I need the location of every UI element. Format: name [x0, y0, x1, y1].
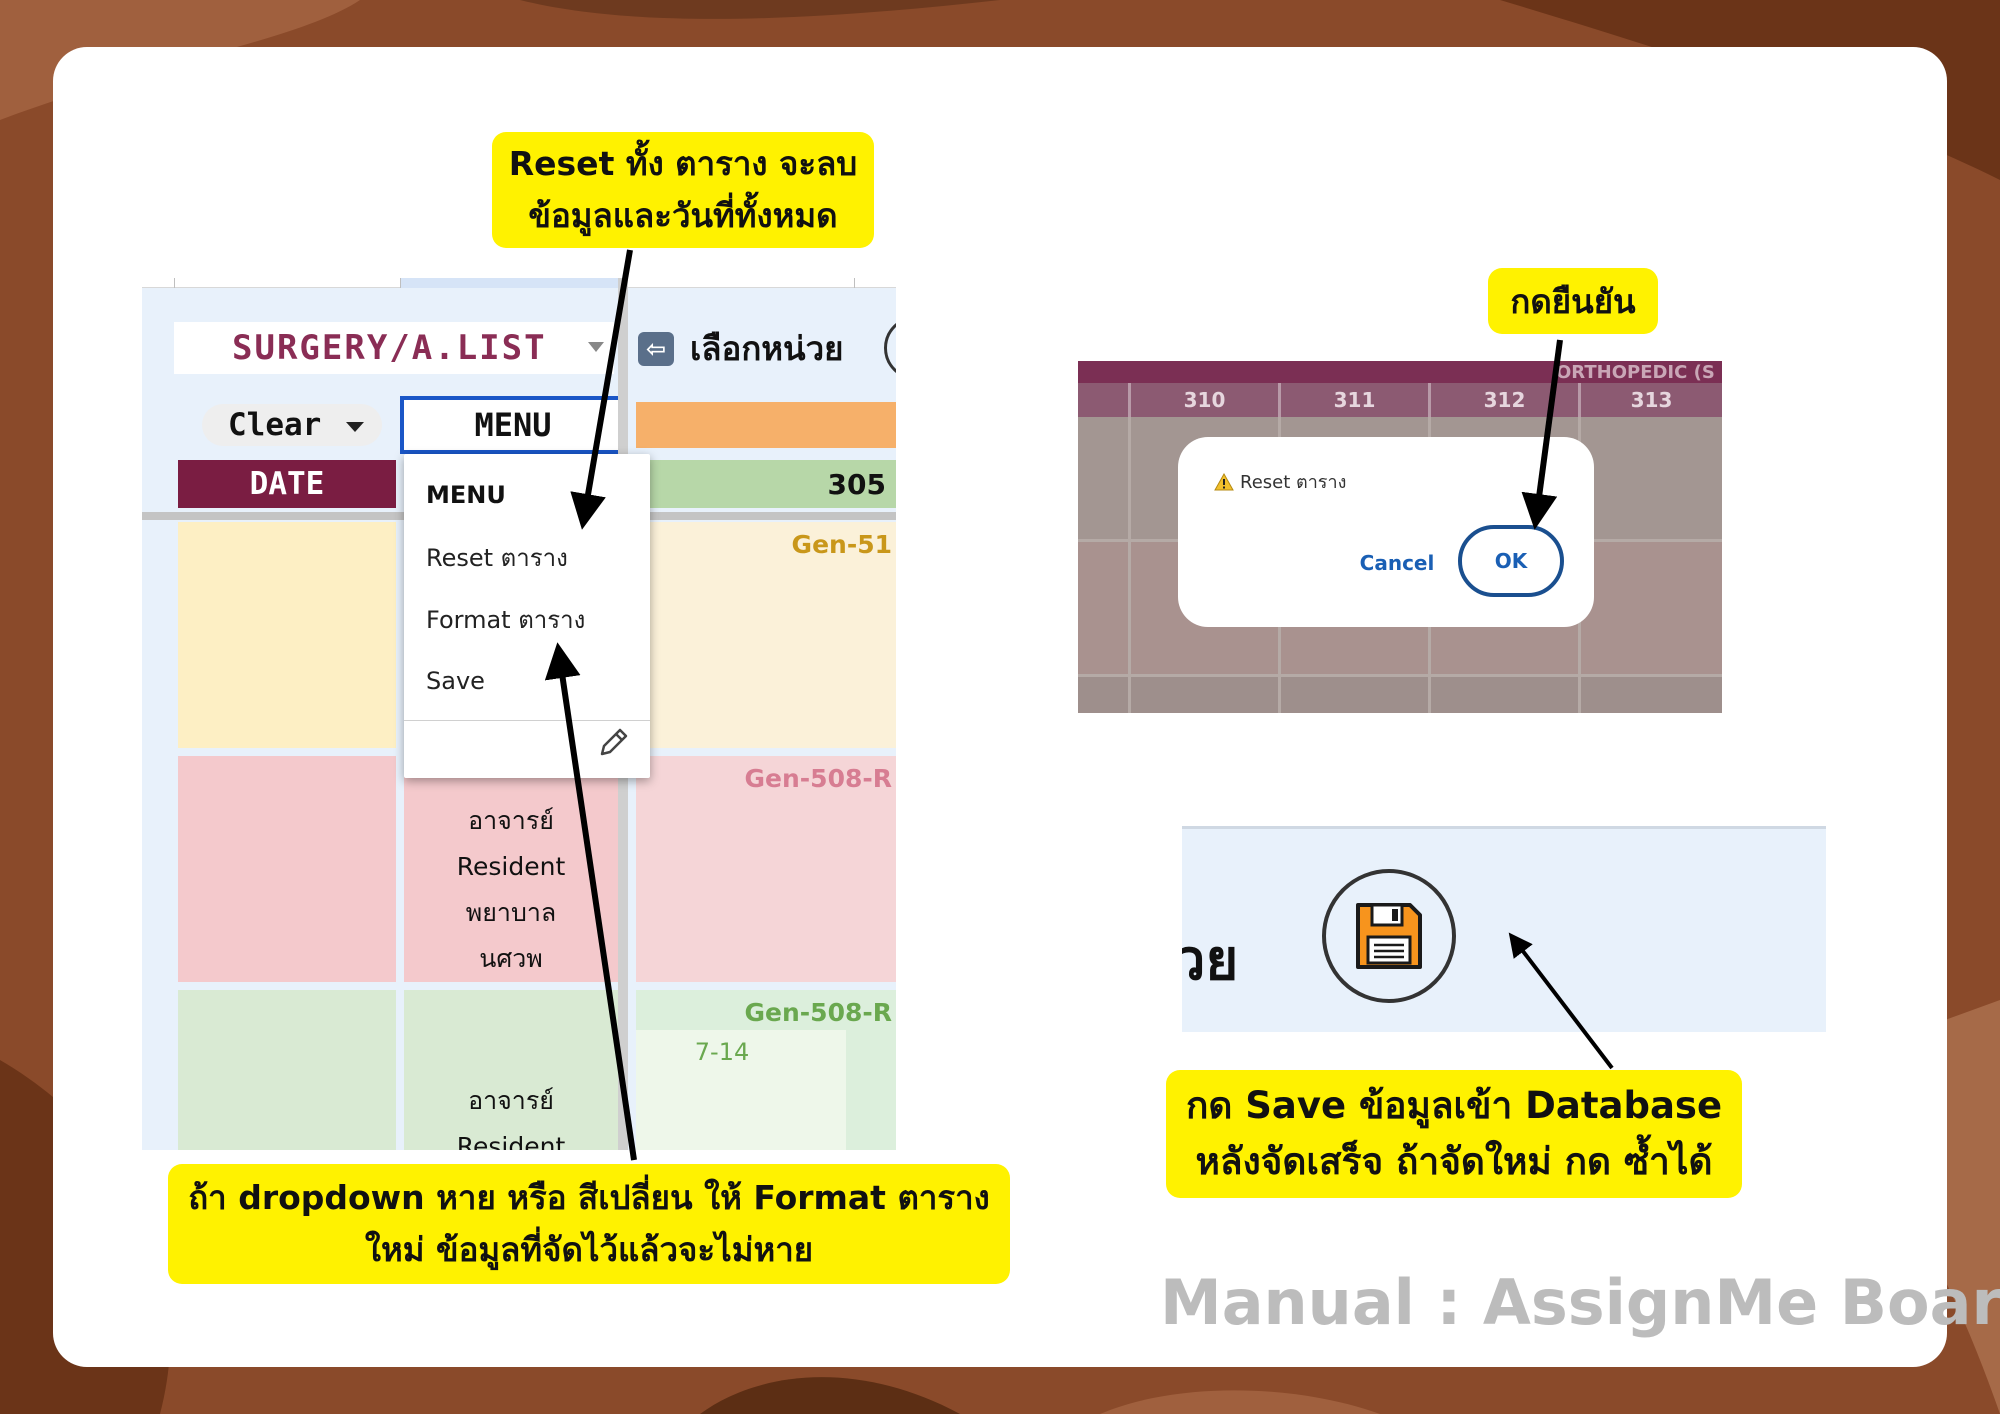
orange-header-cell [636, 402, 896, 448]
chevron-down-icon [588, 342, 604, 352]
schedule-cell[interactable] [636, 522, 896, 748]
callout-line: กด Save ข้อมูลเข้า Database [1185, 1084, 1723, 1127]
staff-role: พยาบาล [465, 898, 557, 927]
room-header: 313 [1578, 383, 1722, 417]
room-header-row [1078, 383, 1722, 417]
save-circle-edge[interactable] [884, 316, 896, 380]
menu-separator [404, 720, 650, 721]
staff-role: อาจารย์ [468, 806, 554, 835]
menu-item-reset[interactable]: Reset ตาราง [426, 543, 568, 572]
menu-edit-row [404, 721, 650, 778]
time-cell[interactable] [636, 1030, 846, 1150]
selected-column [400, 278, 620, 288]
room-header: 310 [1128, 383, 1278, 417]
date-cell[interactable] [178, 990, 396, 1150]
sheet-screenshot: SURGERY/A.LIST ⇦ เลือกหน่วย Clear MENU D… [142, 278, 896, 1150]
callout-line: ข้อมูลและวันที่ทั้งหมด [528, 196, 838, 235]
schedule-cell[interactable] [636, 756, 896, 982]
clear-dropdown[interactable]: Clear [202, 404, 382, 446]
date-cell[interactable] [178, 522, 396, 748]
dialog-message: Reset ตาราง [1214, 467, 1346, 496]
format-callout: ถ้า dropdown หาย หรือ สีเปลี่ยน ให้ Form… [168, 1164, 1010, 1284]
save-button-screenshot: วย [1182, 826, 1826, 1032]
confirm-dialog: Reset ตาราง Cancel OK [1178, 437, 1594, 627]
unit-label-fragment: วย [1182, 928, 1239, 993]
pencil-icon[interactable] [596, 726, 630, 760]
clear-label: Clear [228, 407, 322, 443]
reset-callout: Reset ทั้ง ตาราง จะลบ ข้อมูลและวันที่ทั้… [492, 132, 874, 248]
staff-role: Resident [456, 1132, 566, 1150]
menu-item-format[interactable]: Format ตาราง [426, 605, 586, 634]
section-title: ORTHOPEDIC (S [1556, 361, 1715, 383]
menu-item-menu[interactable]: MENU [426, 481, 506, 509]
room-header: 311 [1278, 383, 1428, 417]
callout-line: หลังจัดเสร็จ ถ้าจัดใหม่ กด ซ้ำได้ [1195, 1140, 1713, 1183]
case-label: Gen-51 [791, 529, 892, 559]
floppy-disk-icon [1356, 903, 1422, 969]
staff-list: อาจารย์ Resident [404, 1078, 618, 1150]
room-305-header: 305 [636, 460, 896, 508]
menu-dropdown[interactable]: MENU [400, 396, 626, 454]
unit-select-value: SURGERY/A.LIST [232, 328, 547, 368]
staff-list: อาจารย์ Resident พยาบาล นศวพ [404, 798, 618, 982]
staff-role: นศวพ [479, 944, 543, 973]
menu-item-save[interactable]: Save [426, 667, 485, 695]
confirm-callout: กดยืนยัน [1488, 268, 1658, 334]
callout-line: ใหม่ ข้อมูลที่จัดไว้แล้วจะไม่หาย [364, 1230, 814, 1269]
warning-icon [1214, 472, 1234, 490]
column-header-strip [142, 278, 896, 288]
date-cell[interactable] [178, 756, 396, 982]
ok-button[interactable]: OK [1458, 525, 1564, 597]
unit-select[interactable]: SURGERY/A.LIST [174, 322, 614, 374]
chevron-down-icon [346, 422, 364, 432]
room-header: 312 [1428, 383, 1578, 417]
cancel-button[interactable]: Cancel [1359, 551, 1435, 575]
save-button[interactable] [1322, 869, 1456, 1003]
case-label: Gen-508-R [744, 997, 892, 1027]
staff-role: อาจารย์ [468, 1086, 554, 1115]
dialog-message-text: Reset ตาราง [1240, 472, 1347, 493]
callout-line: Reset ทั้ง ตาราง จะลบ [508, 144, 858, 183]
callout-line: ถ้า dropdown หาย หรือ สีเปลี่ยน ให้ Form… [188, 1178, 990, 1217]
case-label: Gen-508-R [744, 763, 892, 793]
select-unit-label: เลือกหน่วย [690, 328, 844, 368]
date-header: DATE [178, 460, 396, 508]
save-callout: กด Save ข้อมูลเข้า Database หลังจัดเสร็จ… [1166, 1070, 1742, 1198]
arrow-left-icon[interactable]: ⇦ [638, 332, 674, 366]
time-label: 7-14 [694, 1038, 750, 1066]
menu-dropdown-list: MENU Reset ตาราง Format ตาราง Save [404, 454, 650, 778]
staff-role: Resident [456, 852, 566, 881]
manual-title: Manual : AssignMe Board [1160, 1266, 2000, 1339]
reset-dialog-screenshot: ORTHOPEDIC (S 310 311 312 313 Reset ตารา… [1078, 361, 1722, 713]
